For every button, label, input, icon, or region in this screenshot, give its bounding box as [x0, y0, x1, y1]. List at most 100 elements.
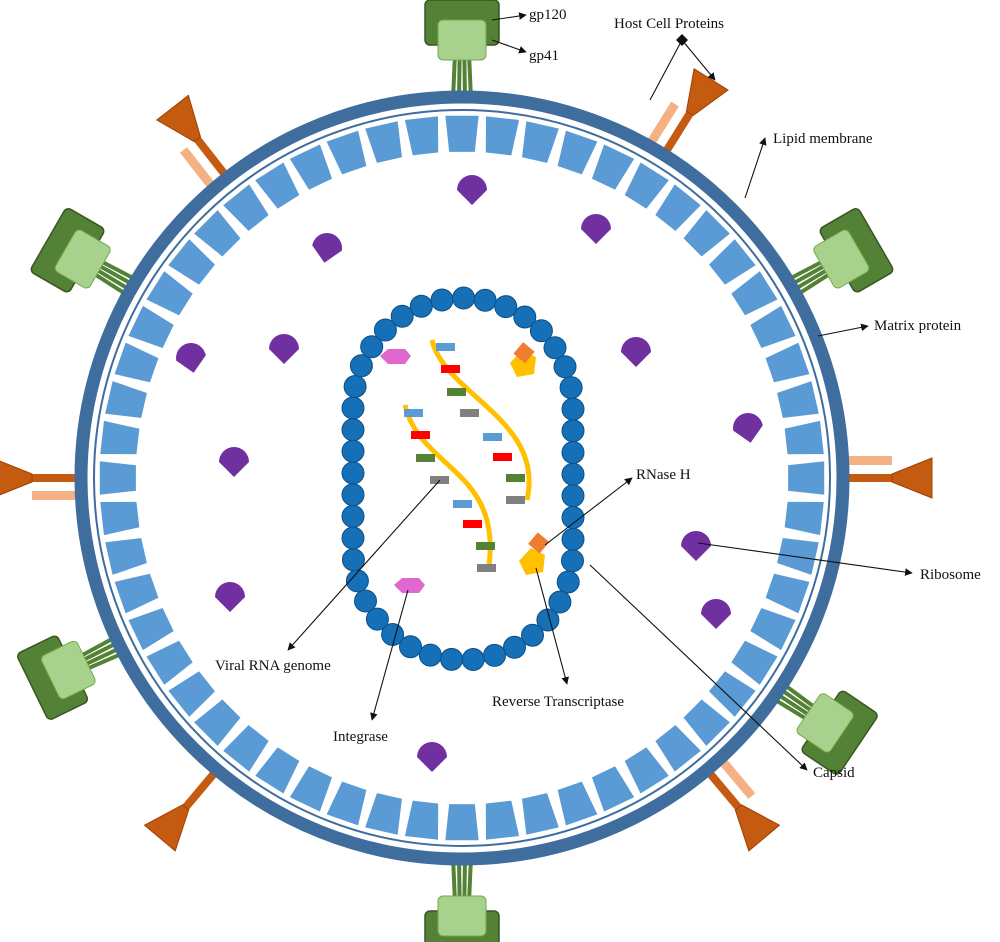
ribosome-icon — [457, 175, 487, 205]
matrix-protein-unit — [288, 143, 333, 191]
capsid-bead — [494, 295, 518, 319]
matrix-protein-unit — [325, 780, 368, 827]
matrix-protein-unit — [682, 698, 732, 748]
matrix-protein-unit — [764, 341, 811, 384]
capsid-shell — [341, 286, 585, 671]
matrix-protein-unit — [127, 304, 175, 349]
matrix-protein-unit — [145, 639, 194, 686]
matrix-protein-unit — [192, 698, 242, 748]
matrix-protein-unit — [99, 460, 137, 496]
ribosome-icon — [733, 413, 763, 443]
capsid-bead — [503, 635, 526, 659]
capsid-bead — [561, 441, 585, 464]
host-protein-head — [685, 68, 729, 117]
matrix-protein-unit — [484, 115, 521, 157]
label-gp120: gp120 — [529, 7, 567, 23]
rna-base — [463, 520, 482, 528]
matrix-protein-unit — [654, 723, 702, 773]
capsid-bead — [561, 419, 585, 443]
rna-base — [404, 409, 423, 417]
capsid-bead — [521, 623, 544, 647]
capsid-bead — [483, 643, 506, 667]
leader-lipid-membrane — [744, 137, 767, 199]
matrix-protein-unit — [403, 799, 440, 841]
gp41-unit — [796, 693, 854, 753]
matrix-protein-unit — [521, 120, 560, 164]
matrix-protein-unit — [484, 799, 521, 841]
matrix-protein-unit — [104, 537, 148, 576]
ribosome-icon — [417, 742, 447, 772]
leader-rnase-h — [544, 477, 633, 546]
ribosome-icon — [269, 334, 299, 364]
gp41-unit — [813, 229, 870, 289]
capsid-bead — [399, 635, 422, 659]
rna-base — [493, 453, 512, 461]
capsid-bead — [341, 439, 365, 463]
matrix-protein-unit — [99, 500, 141, 537]
integrase-icon — [380, 349, 425, 593]
label-host-cell-proteins: Host Cell Proteins — [614, 16, 724, 32]
matrix-protein-unit — [145, 270, 194, 317]
leader-gp120 — [491, 12, 527, 21]
capsid-bead — [349, 354, 373, 378]
matrix-protein-unit — [127, 607, 175, 652]
matrix-protein-unit — [403, 115, 440, 157]
ribosome-group — [176, 175, 763, 772]
gp41-unit — [41, 640, 96, 700]
capsid-bead — [341, 461, 365, 485]
matrix-protein-unit — [764, 572, 811, 615]
capsid-bead — [536, 608, 560, 632]
capsid-bead — [556, 570, 580, 594]
capsid-bead — [409, 294, 433, 318]
matrix-protein-unit — [623, 161, 670, 210]
leader-matrix-protein — [817, 323, 869, 337]
host-protein-head — [0, 457, 33, 499]
matrix-protein-unit — [749, 304, 797, 349]
rna-strand-1 — [429, 339, 532, 501]
capsid-bead — [341, 504, 365, 528]
matrix-protein-unit — [444, 115, 480, 153]
matrix-protein-unit — [222, 183, 270, 233]
capsid-bead — [561, 527, 585, 551]
capsid-bead — [343, 375, 367, 398]
rna-base — [506, 474, 525, 482]
matrix-protein-unit — [730, 639, 779, 686]
matrix-protein-unit — [787, 460, 825, 496]
capsid-bead — [559, 376, 583, 400]
gp41-unit — [437, 895, 487, 937]
matrix-protein-unit — [192, 208, 242, 258]
host-protein-head — [734, 804, 781, 852]
matrix-protein-unit — [325, 129, 368, 176]
matrix-protein-unit — [444, 803, 480, 841]
rna-base — [477, 564, 496, 572]
label-lipid-membrane: Lipid membrane — [773, 131, 873, 147]
reverse-transcriptase-icon — [510, 342, 550, 575]
ribosome-icon — [701, 599, 731, 629]
label-matrix-protein: Matrix protein — [874, 318, 962, 334]
ribosome-icon — [681, 531, 711, 561]
matrix-protein-unit — [364, 120, 403, 164]
leader-host-cell-proteins-1 — [649, 39, 683, 101]
leader-host-cell-proteins-2 — [681, 39, 716, 81]
rna-base — [411, 431, 430, 439]
capsid-bead — [513, 305, 537, 329]
rna-base — [506, 496, 525, 504]
host-protein-head — [143, 804, 190, 852]
capsid-bead — [461, 648, 485, 671]
matrix-protein-unit — [591, 765, 636, 813]
rna-base — [453, 500, 472, 508]
matrix-protein-unit — [254, 161, 301, 210]
capsid-bead — [561, 484, 585, 508]
leader-reverse-transcriptase — [535, 567, 569, 685]
ribosome-icon — [219, 447, 249, 477]
capsid-bead — [553, 355, 577, 379]
capsid-bead — [452, 286, 476, 310]
host-cell-proteins-junction-icon — [676, 34, 688, 46]
ribosome-icon — [581, 214, 611, 244]
rna-base — [441, 365, 460, 373]
capsid-bead — [548, 590, 572, 614]
capsid-bead — [341, 526, 365, 550]
capsid-bead — [360, 335, 384, 359]
matrix-protein-unit — [623, 746, 670, 795]
